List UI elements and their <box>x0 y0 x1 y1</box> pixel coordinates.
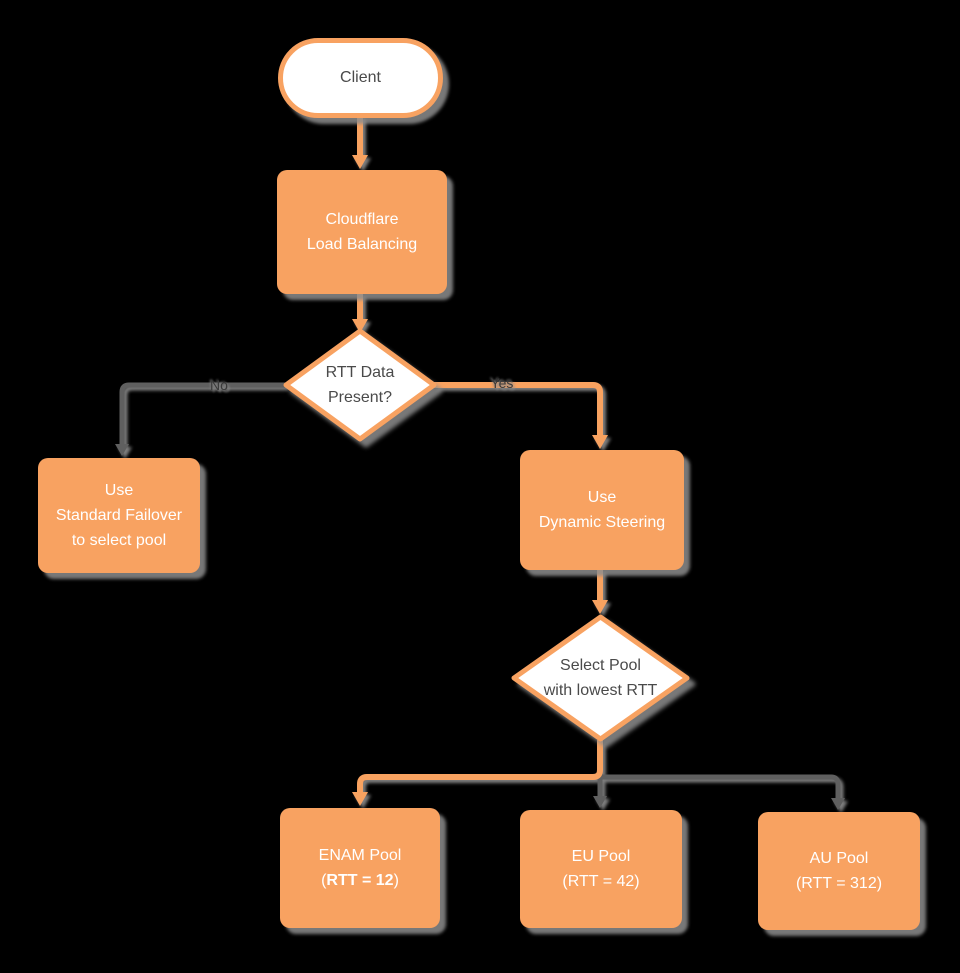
node-client: Client <box>278 38 443 118</box>
decision-select-pool: Select Pool with lowest RTT <box>511 614 690 742</box>
node-label-line: Standard Failover <box>55 507 183 524</box>
node-label-line: Cloudflare <box>325 211 399 228</box>
edge-label-yes: Yes <box>490 375 514 391</box>
arrow-down-icon <box>831 798 845 810</box>
node-au-pool: AU Pool (RTT = 312) <box>758 812 920 930</box>
node-label-line: (RTT = 12) <box>321 872 399 889</box>
node-label-line: Use <box>104 482 134 499</box>
edge-select-to-enam <box>357 740 603 793</box>
node-standard-failover: Use Standard Failover to select pool <box>38 458 200 573</box>
arrow-down-icon <box>592 600 608 614</box>
arrow-down-icon <box>592 435 608 449</box>
node-enam-pool: ENAM Pool (RTT = 12) <box>280 808 440 928</box>
node-label: Client <box>340 69 381 86</box>
node-label-line: ENAM Pool <box>318 847 402 864</box>
node-eu-pool: EU Pool (RTT = 42) <box>520 810 682 928</box>
node-label-line: Use <box>587 489 617 506</box>
rtt-value-bold: RTT = 12 <box>326 872 394 889</box>
decision-text: Select Pool with lowest RTT <box>543 657 658 699</box>
edge-rtt-no-to-failover <box>119 382 286 446</box>
decision-text: RTT Data Present? <box>325 364 395 406</box>
arrow-down-icon <box>115 444 129 456</box>
node-label-line: Load Balancing <box>306 236 418 253</box>
node-label-line: to select pool <box>71 532 167 549</box>
arrow-down-icon <box>593 796 607 808</box>
node-label-line: AU Pool <box>809 850 869 867</box>
edge-rtt-yes-to-dynamic <box>434 382 603 436</box>
edge-label-no: No <box>210 377 228 393</box>
node-label-line: EU Pool <box>571 848 631 865</box>
arrow-down-icon <box>352 319 368 333</box>
decision-rtt-data-present: RTT Data Present? <box>283 328 437 442</box>
node-label-line: Dynamic Steering <box>538 514 666 531</box>
node-label-line: (RTT = 42) <box>562 873 640 890</box>
arrow-down-icon <box>352 792 368 806</box>
node-dynamic-steering: Use Dynamic Steering <box>520 450 684 570</box>
diamond-shape <box>283 328 437 442</box>
diamond-shape <box>511 614 690 742</box>
arrow-down-icon <box>352 155 368 169</box>
node-label-line: (RTT = 312) <box>795 875 883 892</box>
edge-select-to-au <box>600 774 841 800</box>
node-load-balancing: Cloudflare Load Balancing <box>277 170 447 294</box>
